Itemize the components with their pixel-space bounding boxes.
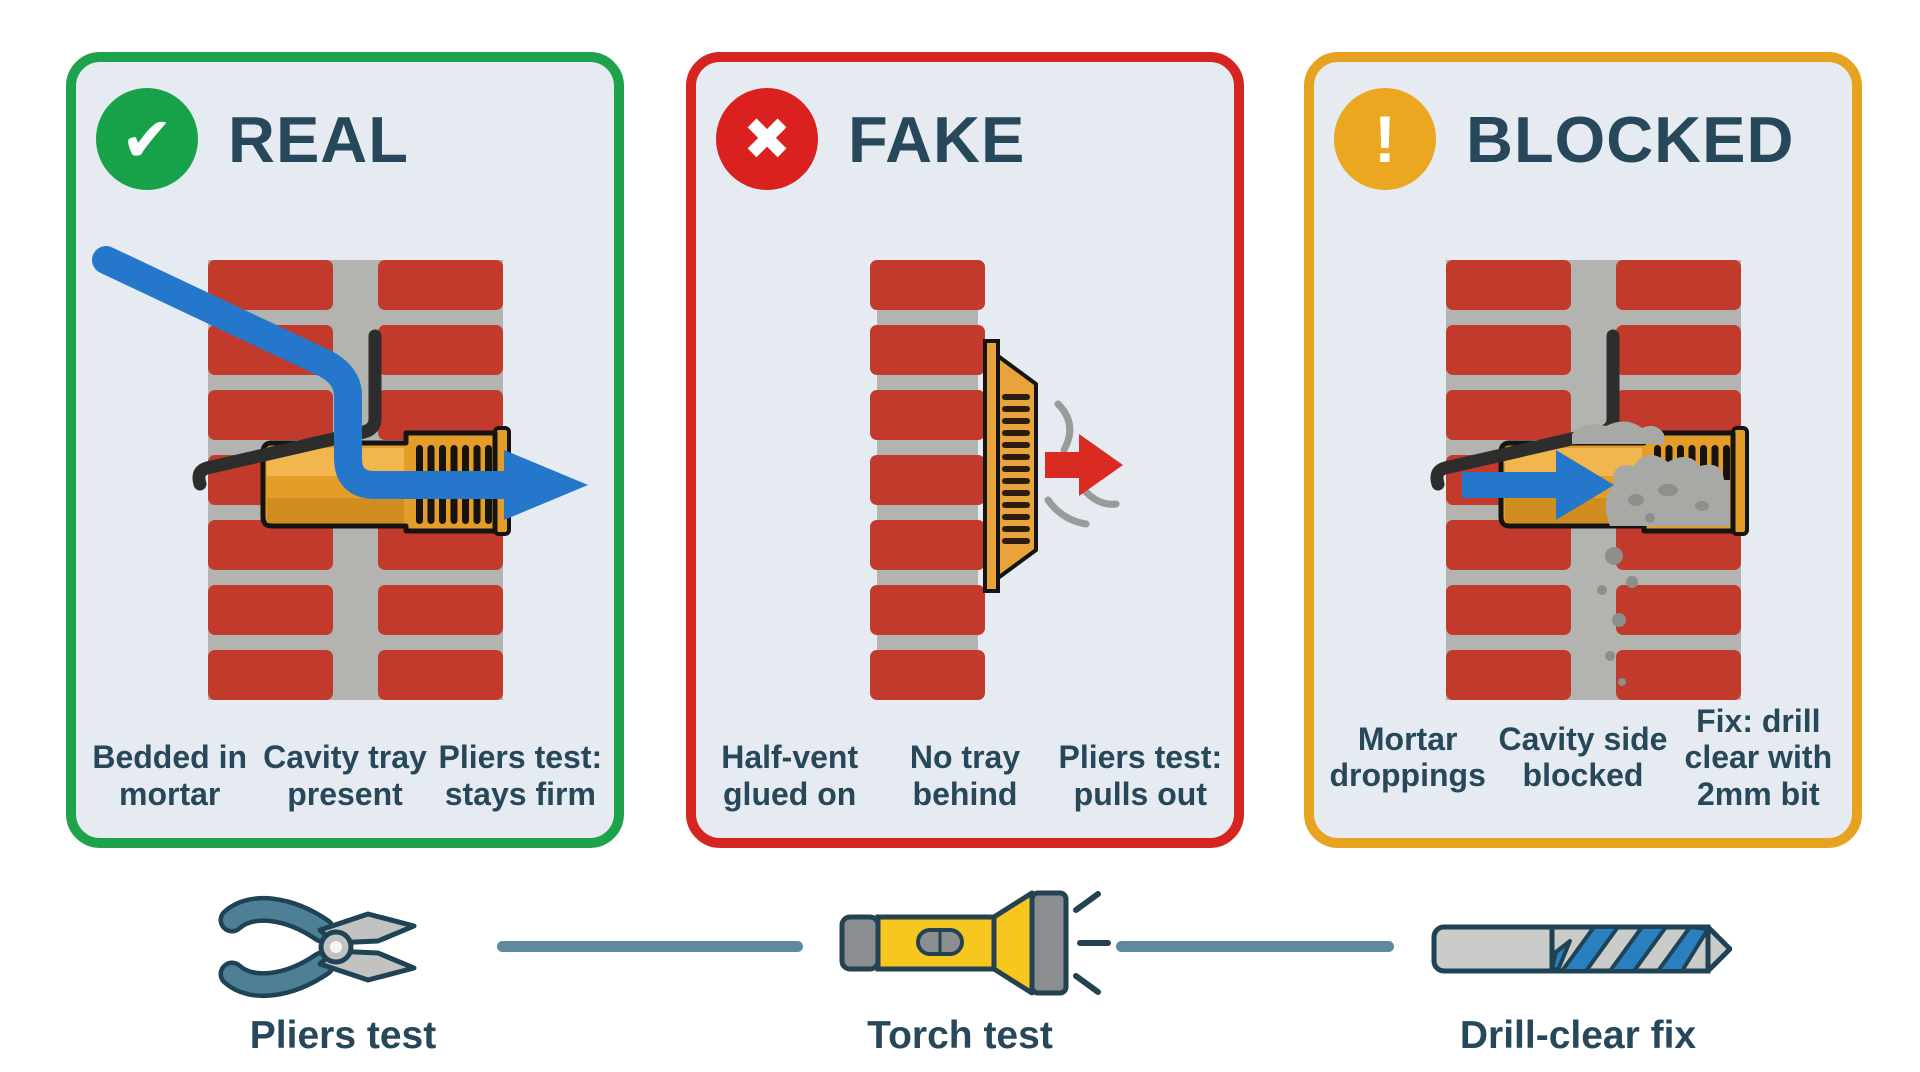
panel-real-labels: Bedded in mortar Cavity tray present Pli… [82,739,608,812]
panel-blocked: ! BLOCKED [1304,52,1862,848]
exclamation-icon: ! [1334,88,1436,190]
panel-fake-labels: Half-vent glued on No tray behind Pliers… [702,739,1228,812]
panel-real: ✔ REAL Bedded in mortar Cavity tray pres… [66,52,624,848]
panel-fake-header: ✖ FAKE [716,88,1025,190]
water-flow-arrow [92,246,588,520]
panel-real-header: ✔ REAL [96,88,409,190]
mortar-droppings [1572,421,1730,686]
connector-line-right [1116,941,1394,952]
pliers-test-label: Pliers test [249,1014,437,1057]
panel-fake-title: FAKE [848,102,1026,176]
panel-blocked-header: ! BLOCKED [1334,88,1794,190]
connector-line-left [497,941,803,952]
panel-fake: ✖ FAKE [686,52,1244,848]
glued-half-vent [983,339,1038,593]
label-mortar-droppings: Mortar droppings [1329,720,1486,794]
label-bedded-in-mortar: Bedded in mortar [92,739,247,812]
drill-clear-fix-label: Drill-clear fix [1459,1014,1697,1057]
label-pliers-stays-firm: Pliers test: stays firm [438,739,603,812]
pliers-icon [218,896,417,998]
blocked-wall-diagram [1314,260,1852,700]
label-pliers-pulls-out: Pliers test: pulls out [1058,739,1223,812]
panel-real-title: REAL [228,102,409,176]
label-fix-drill-clear: Fix: drill clear with 2mm bit [1684,702,1833,812]
label-no-tray-behind: No tray behind [909,739,1021,812]
drill-bit-icon [1431,924,1732,974]
label-half-vent-glued: Half-vent glued on [721,739,859,812]
pulls-out-arrow [1045,434,1123,496]
brick-wall [870,260,985,700]
x-icon: ✖ [716,88,818,190]
motion-arcs [1044,400,1120,528]
label-cavity-tray-present: Cavity tray present [263,739,427,812]
blocked-water-arrow [1462,450,1614,520]
torch-test-label: Torch test [867,1014,1053,1057]
check-icon: ✔ [96,88,198,190]
panel-blocked-labels: Mortar droppings Cavity side blocked Fix… [1320,703,1846,812]
fake-wall-diagram [870,260,1123,700]
real-wall-diagram [92,246,588,700]
light-rays [1073,891,1111,995]
panel-blocked-title: BLOCKED [1466,102,1795,176]
torch-icon [839,890,1111,996]
label-cavity-side-blocked: Cavity side blocked [1498,720,1668,794]
